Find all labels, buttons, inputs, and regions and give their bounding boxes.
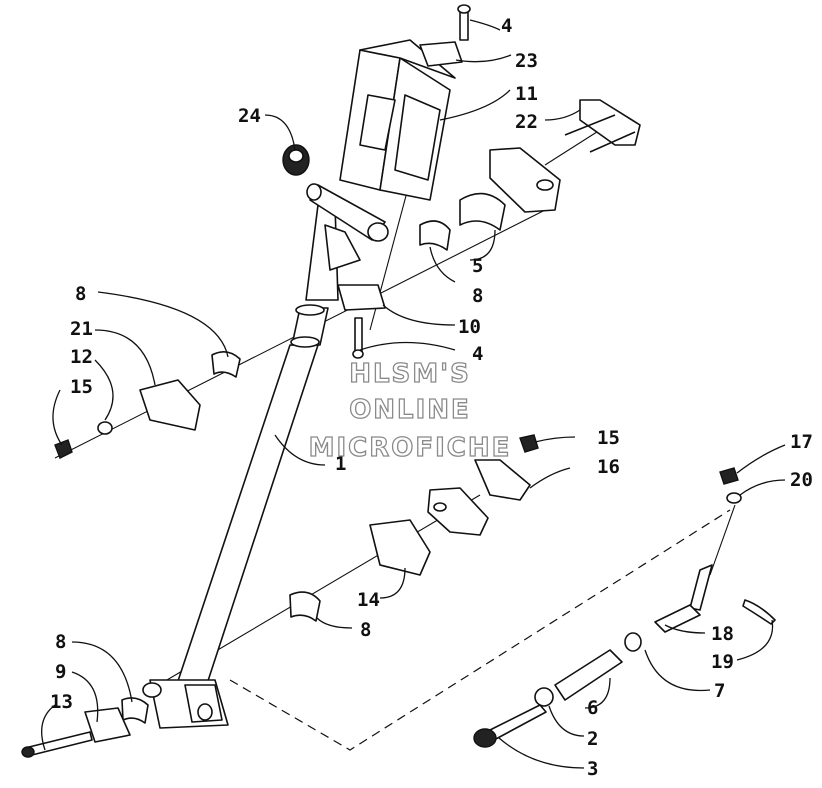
callout-3: 3 — [587, 758, 598, 780]
callout-18: 18 — [711, 623, 734, 645]
callout-14: 14 — [357, 589, 380, 611]
callout-1: 1 — [335, 453, 346, 475]
lower-right-clamp-set — [289, 434, 539, 622]
callout-8-middle: 8 — [360, 619, 371, 641]
left-clamp-set — [54, 351, 241, 459]
upper-clamp-block — [419, 4, 471, 67]
callout-numbers: 4 23 11 22 24 5 8 10 4 8 21 12 15 1 15 1… — [50, 15, 813, 780]
watermark-line-3: MICROFICHE — [309, 433, 512, 463]
callout-4-top: 4 — [501, 15, 512, 37]
steering-post — [142, 183, 389, 729]
callout-16: 16 — [597, 456, 620, 478]
callout-20: 20 — [790, 469, 813, 491]
callout-8-left: 8 — [75, 283, 86, 305]
callout-19: 19 — [711, 651, 734, 673]
callout-17: 17 — [790, 431, 813, 453]
bottom-left-clamp-set — [21, 697, 149, 758]
callout-21: 21 — [70, 318, 93, 340]
callout-4-lower: 4 — [472, 343, 483, 365]
watermark: HLSM'S ONLINE MICROFICHE — [308, 358, 512, 463]
callout-12: 12 — [70, 346, 93, 368]
callout-13: 13 — [50, 691, 73, 713]
callout-7: 7 — [714, 680, 725, 702]
callout-8-bottom: 8 — [55, 631, 66, 653]
callout-6: 6 — [587, 697, 598, 719]
callout-24: 24 — [238, 105, 261, 127]
upper-bushings — [419, 192, 506, 251]
callout-10: 10 — [458, 316, 481, 338]
callout-11: 11 — [515, 83, 538, 105]
lower-clamp — [337, 284, 386, 359]
tie-rod-assembly — [473, 467, 776, 748]
callout-23: 23 — [515, 50, 538, 72]
upper-bracket — [339, 39, 456, 201]
watermark-line-1: HLSM'S — [349, 359, 471, 389]
callout-2: 2 — [587, 728, 598, 750]
callout-5: 5 — [472, 255, 483, 277]
grommet — [282, 144, 310, 176]
callout-9: 9 — [55, 661, 66, 683]
callout-15-right: 15 — [597, 427, 620, 449]
callout-8-upper: 8 — [472, 285, 483, 307]
callout-22: 22 — [515, 111, 538, 133]
leader-lines — [41, 19, 786, 769]
watermark-line-2: ONLINE — [349, 395, 471, 425]
callout-15-left: 15 — [70, 376, 93, 398]
stud-plate — [489, 99, 641, 213]
